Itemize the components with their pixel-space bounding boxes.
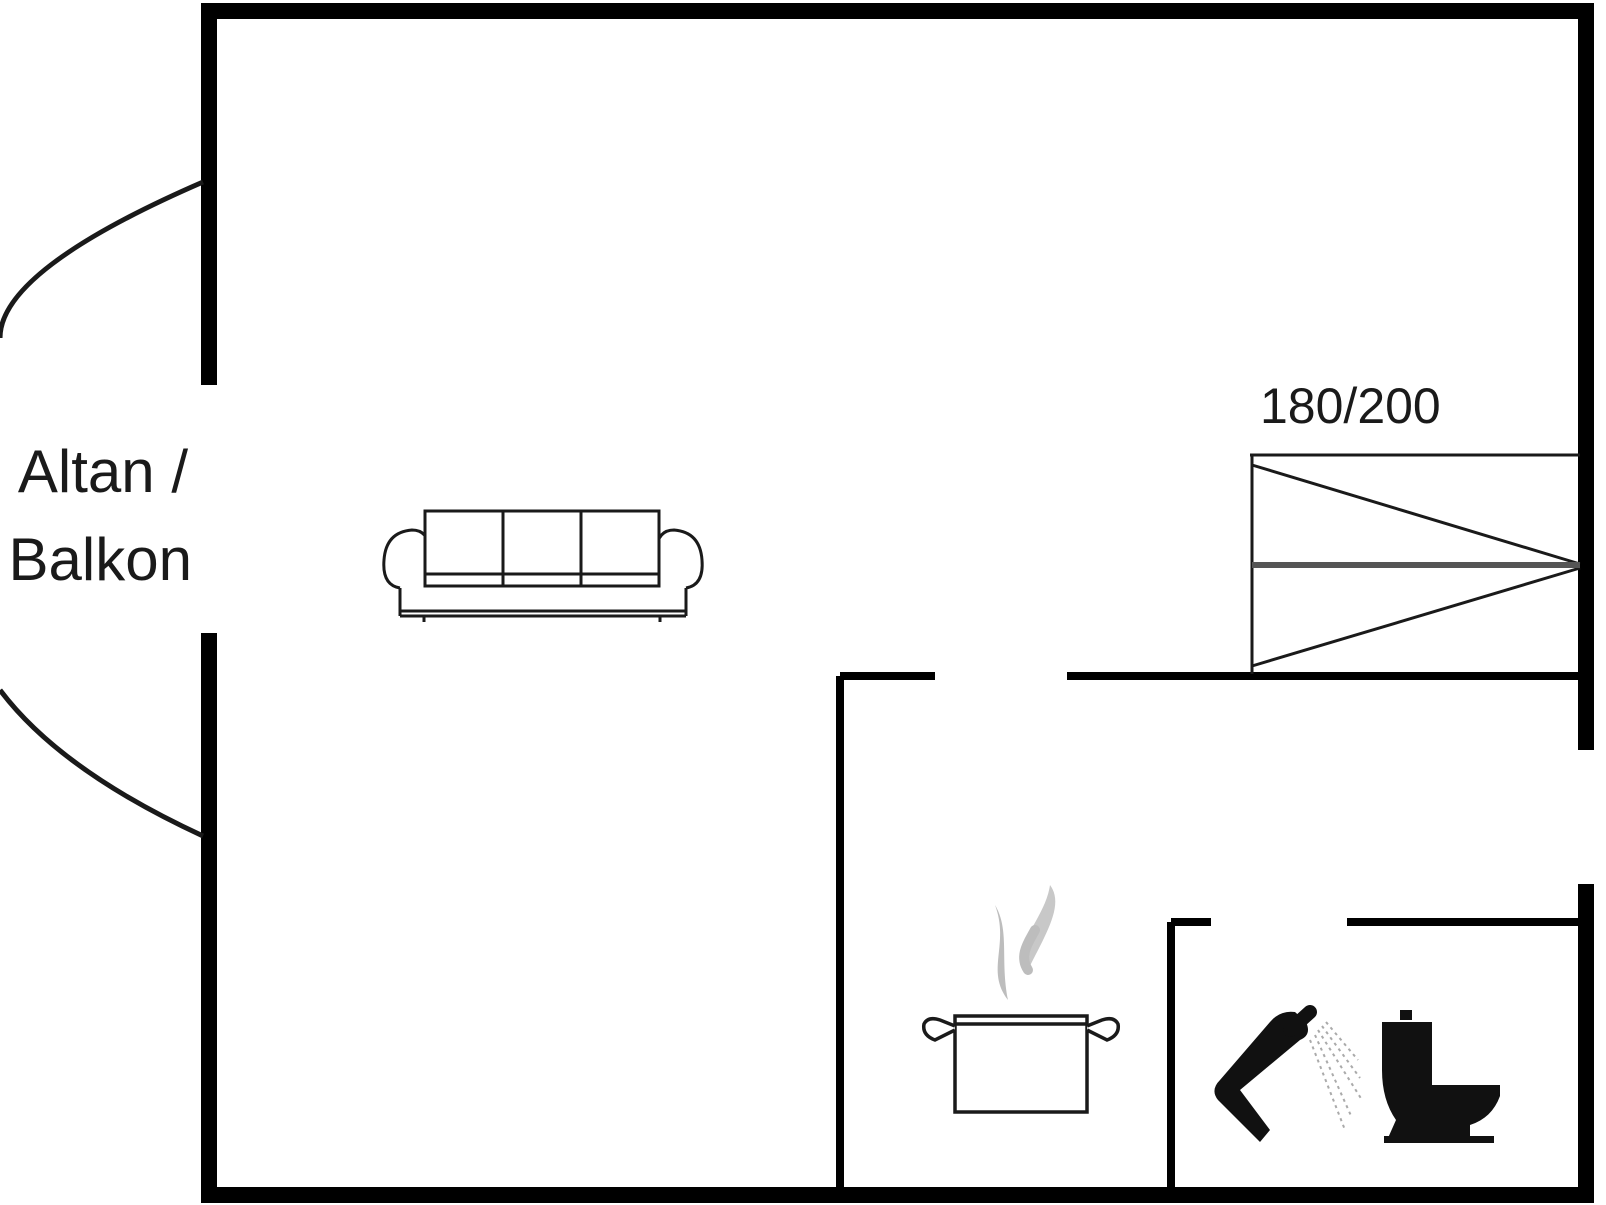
sofa-icon [382, 509, 704, 622]
shower-icon [1214, 1005, 1363, 1142]
cooking-pot-icon [921, 885, 1121, 1114]
toilet-icon [1382, 1010, 1500, 1143]
interior-walls [836, 672, 1586, 1195]
bed-icon [1250, 453, 1581, 674]
outer-walls [201, 3, 1594, 1203]
bed-size-label: 180/200 [1260, 378, 1441, 434]
balcony-label-line2: Balkon [9, 526, 192, 593]
balcony-label-line1: Altan / [18, 438, 188, 505]
balcony-door-arc-lower [0, 688, 205, 839]
balcony-door-arc [0, 179, 204, 339]
